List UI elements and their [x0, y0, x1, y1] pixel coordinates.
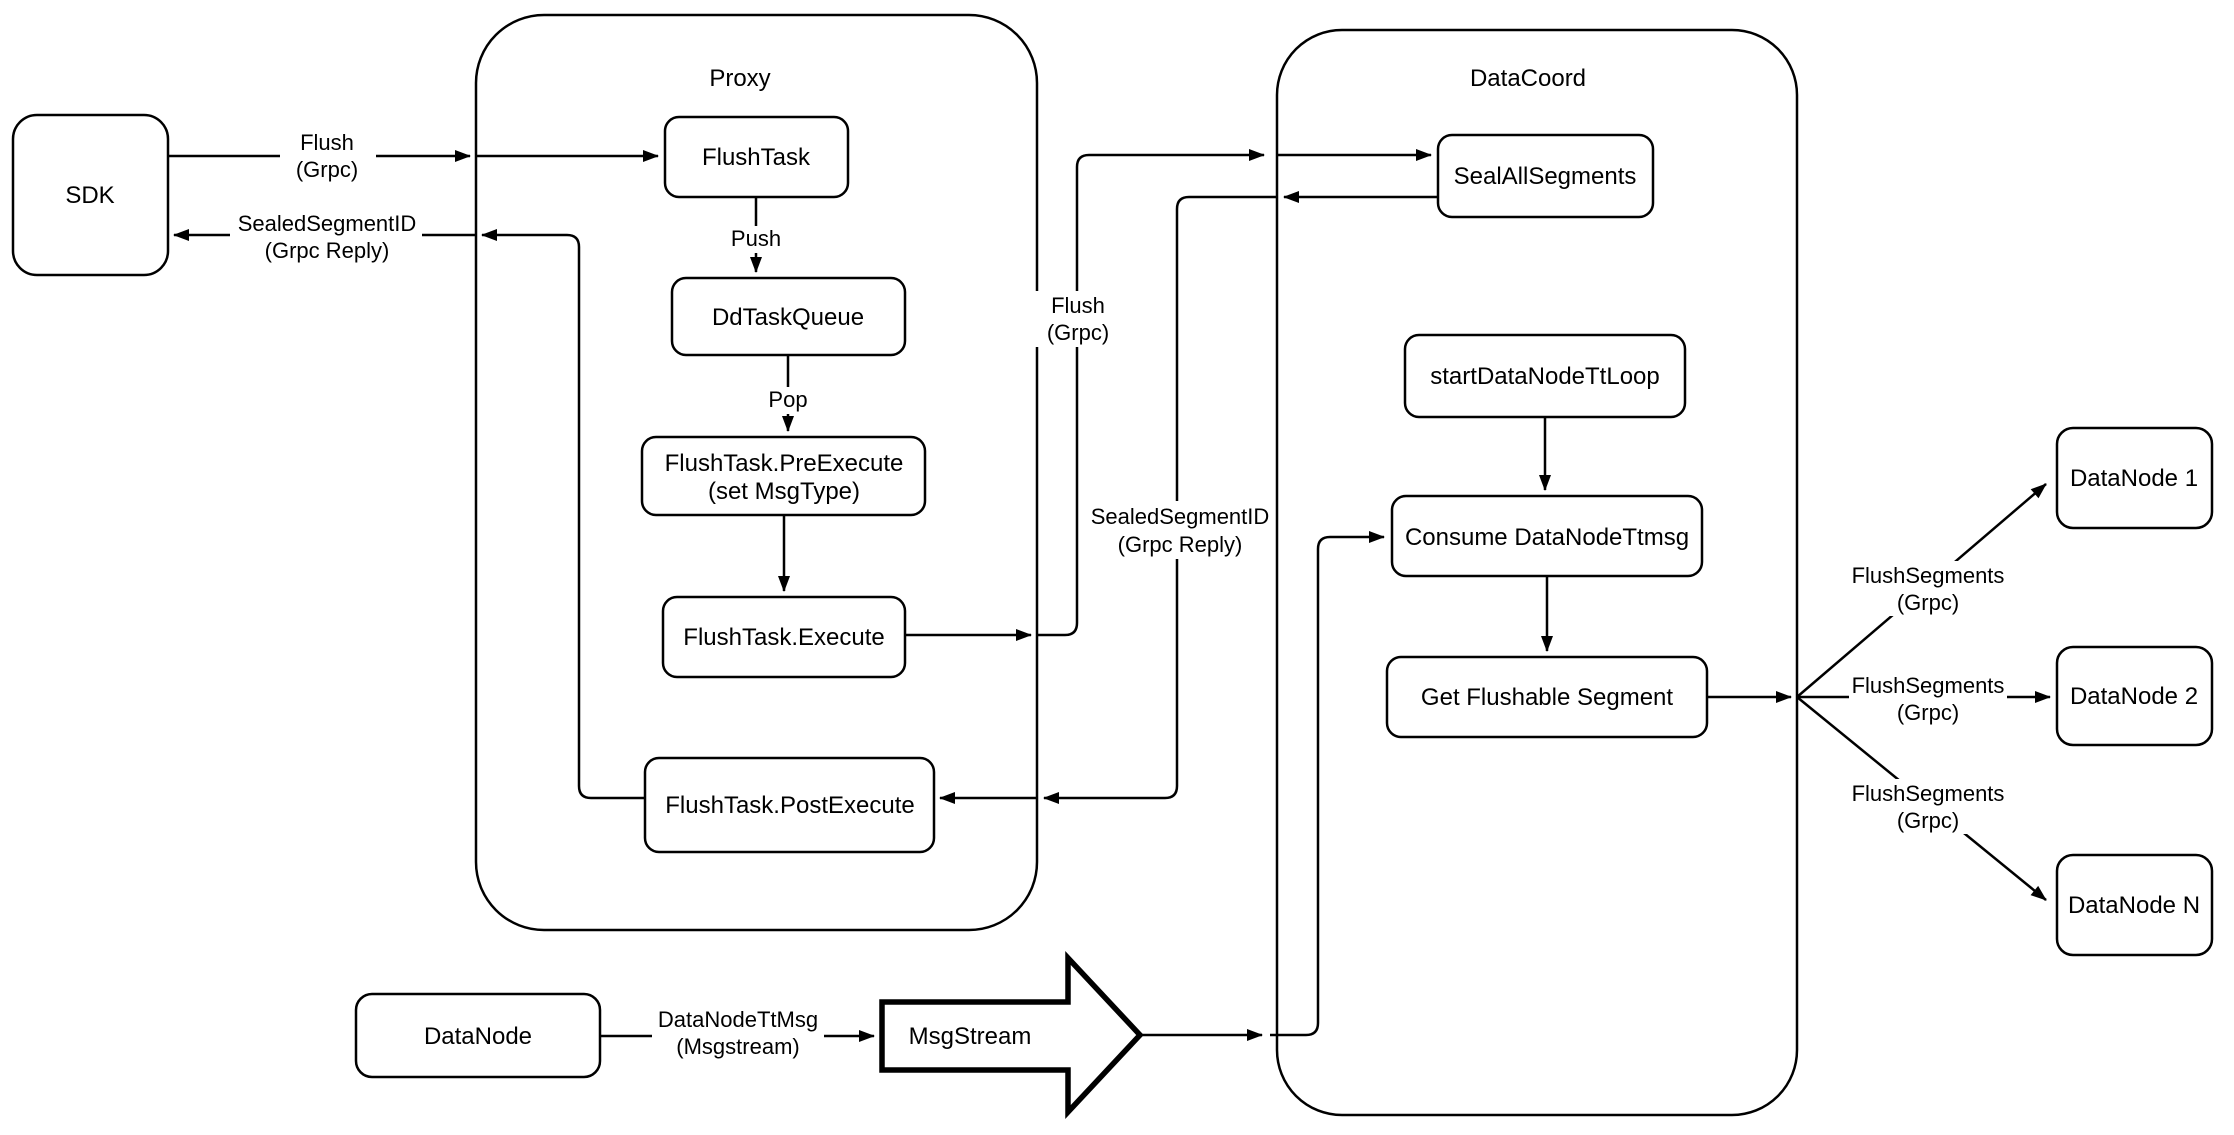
datacoord-container-title: DataCoord [1470, 65, 1586, 92]
flush-grpc-mid-label-line1: Flush [1051, 293, 1105, 318]
label-background [1849, 561, 2007, 616]
ddtaskqueue-label: DdTaskQueue [712, 304, 864, 331]
edge-label-datanodettmsg: DataNodeTtMsg (Msgstream) [652, 1005, 824, 1062]
consume-datanodettmsg-label: Consume DataNodeTtmsg [1405, 524, 1689, 551]
ddtaskqueue-node[interactable] [670, 276, 907, 357]
label-background [230, 210, 422, 264]
label-background [280, 128, 376, 182]
preexecute-label-line1: FlushTask.PreExecute [665, 450, 904, 477]
datanode1-label: DataNode 1 [2070, 465, 2198, 492]
msgstream-label: MsgStream [909, 1023, 1032, 1050]
edge-label-flush-sdk: Flush (Grpc) [280, 128, 376, 182]
edge-label-flushsegments-1: FlushSegments (Grpc) [1849, 561, 2007, 616]
edge-datacoord-up-to-consume[interactable] [1270, 531, 1385, 1037]
sealallsegments-node[interactable] [1436, 133, 1655, 219]
edge-label-push: Push [727, 226, 785, 253]
getflushablesegment-label: Get Flushable Segment [1421, 684, 1673, 711]
flushtask-label: FlushTask [702, 144, 811, 171]
sealallsegments-label: SealAllSegments [1454, 163, 1637, 190]
datanoden-node[interactable] [2055, 853, 2214, 957]
sdk-node[interactable] [11, 113, 170, 277]
label-background [652, 1005, 824, 1062]
msgstream-arrow-shape[interactable] [879, 951, 1144, 1119]
flush-grpc-mid-label-line2: (Grpc) [1047, 320, 1109, 345]
proxy-container-title: Proxy [709, 65, 770, 92]
pop-label: Pop [768, 387, 807, 412]
sealedsegmentid-label-line2: (Grpc Reply) [265, 238, 390, 263]
flushsegments2-label-line2: (Grpc) [1897, 700, 1959, 725]
flushsegments3-label-line2: (Grpc) [1897, 808, 1959, 833]
datanode2-label: DataNode 2 [2070, 683, 2198, 710]
edge-label-sealedsegmentid-mid: SealedSegmentID (Grpc Reply) [1086, 501, 1274, 559]
sealedsegmentid-mid-label-line2: (Grpc Reply) [1118, 532, 1243, 557]
label-background [1849, 779, 2007, 834]
flushsegments3-label-line1: FlushSegments [1852, 781, 2005, 806]
flushtask-node[interactable] [663, 115, 850, 199]
flushsegments2-label-line1: FlushSegments [1852, 673, 2005, 698]
postexecute-node[interactable] [643, 756, 936, 854]
consume-datanodettmsg-node[interactable] [1390, 494, 1704, 578]
edge-postexecute-to-proxy-border[interactable] [481, 229, 645, 800]
edge-label-pop: Pop [762, 387, 814, 414]
datanoden-label: DataNode N [2068, 892, 2200, 919]
getflushablesegment-node[interactable] [1385, 655, 1709, 739]
label-background [727, 226, 785, 253]
edge-label-flushsegments-2: FlushSegments (Grpc) [1849, 671, 2007, 726]
sealedsegmentid-mid-label-line1: SealedSegmentID [1091, 504, 1270, 529]
flush-grpc-label-line1: Flush [300, 130, 354, 155]
preexecute-node[interactable] [640, 435, 927, 517]
startdatanodettloop-node[interactable] [1403, 333, 1687, 419]
label-background [762, 387, 814, 414]
datanode-node[interactable] [354, 992, 602, 1079]
label-background [1849, 671, 2007, 726]
flushsegments1-label-line2: (Grpc) [1897, 590, 1959, 615]
datanode-label: DataNode [424, 1023, 532, 1050]
datanodettmsg-label-line2: (Msgstream) [676, 1034, 799, 1059]
flush-grpc-label-line2: (Grpc) [296, 157, 358, 182]
edge-label-sealedsegmentid-sdk: SealedSegmentID (Grpc Reply) [230, 210, 422, 264]
label-background [1086, 501, 1274, 559]
edge-label-flush-mid: Flush (Grpc) [1034, 291, 1122, 347]
execute-node[interactable] [661, 595, 907, 679]
preexecute-label-line2: (set MsgType) [708, 478, 860, 505]
startdatanodettloop-label: startDataNodeTtLoop [1430, 363, 1659, 390]
push-label: Push [731, 226, 781, 251]
datanode2-node[interactable] [2055, 645, 2214, 747]
postexecute-label: FlushTask.PostExecute [665, 792, 914, 819]
sealedsegmentid-label-line1: SealedSegmentID [238, 211, 417, 236]
execute-label: FlushTask.Execute [683, 624, 884, 651]
flushsegments1-label-line1: FlushSegments [1852, 563, 2005, 588]
sdk-label: SDK [65, 182, 114, 209]
edge-label-flushsegments-3: FlushSegments (Grpc) [1849, 779, 2007, 834]
datanodettmsg-label-line1: DataNodeTtMsg [658, 1007, 818, 1032]
edge-flush-up-to-datacoord[interactable] [1037, 149, 1265, 637]
label-background [1034, 291, 1122, 347]
edge-reply-down-to-proxy[interactable] [1043, 195, 1277, 804]
datanode1-node[interactable] [2055, 426, 2214, 530]
